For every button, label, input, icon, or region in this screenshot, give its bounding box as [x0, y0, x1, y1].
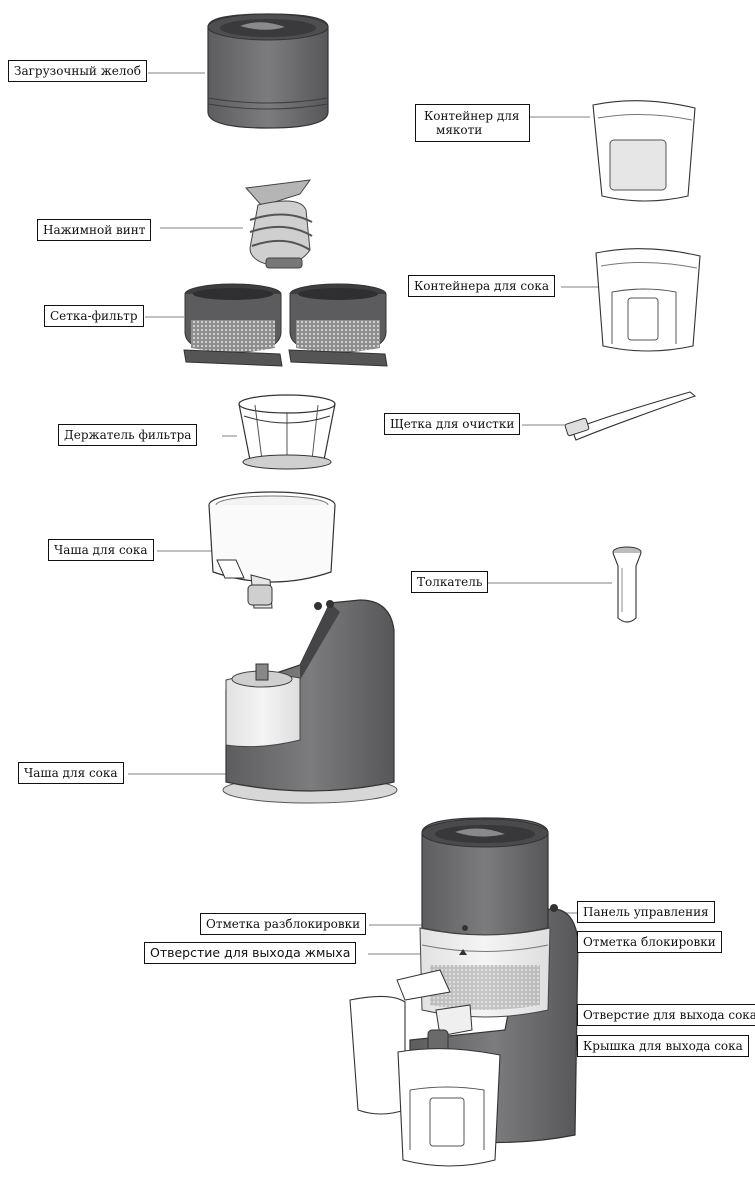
- label-hopper: Загрузочный желоб: [8, 60, 147, 82]
- juice-bowl-drawing: [209, 492, 335, 608]
- label-pulp-container: Контейнер для мякоти: [415, 104, 530, 142]
- filter-holder-drawing: [239, 395, 335, 469]
- label-unlock-mark: Отметка разблокировки: [200, 913, 366, 935]
- label-juice-container: Контейнера для сока: [408, 275, 555, 297]
- filter-screen-left-drawing: [184, 284, 282, 366]
- label-pulp-container-line1: Контейнер для: [424, 109, 521, 123]
- label-base: Чаша для сока: [18, 762, 124, 784]
- label-filter: Сетка-фильтр: [44, 305, 144, 327]
- base-unit-drawing: [223, 600, 397, 803]
- assembled-juicer-drawing: [350, 818, 578, 1166]
- label-juice-outlet-cap: Крышка для выхода сока: [577, 1035, 749, 1057]
- label-juice-outlet: Отверстие для выхода сока: [577, 1004, 755, 1026]
- juice-container-drawing: [596, 249, 700, 351]
- label-filter-holder: Держатель фильтра: [58, 424, 197, 446]
- label-pulp-container-line2: мякоти: [424, 123, 521, 137]
- pulp-container-drawing: [593, 101, 695, 201]
- label-cleaning-brush: Щетка для очистки: [384, 413, 520, 435]
- hopper-drawing: [208, 14, 328, 128]
- label-auger: Нажимной винт: [37, 219, 151, 241]
- label-pusher: Толкатель: [411, 571, 488, 593]
- label-juice-bowl: Чаша для сока: [48, 539, 154, 561]
- pusher-drawing: [613, 547, 641, 622]
- filter-screen-right-drawing: [289, 284, 387, 366]
- label-control-panel: Панель управления: [577, 901, 715, 923]
- label-lock-mark: Отметка блокировки: [577, 931, 722, 953]
- auger-drawing: [246, 180, 312, 268]
- label-pulp-outlet: Отверстие для выхода жмыха: [144, 942, 356, 964]
- cleaning-brush-drawing: [565, 392, 695, 440]
